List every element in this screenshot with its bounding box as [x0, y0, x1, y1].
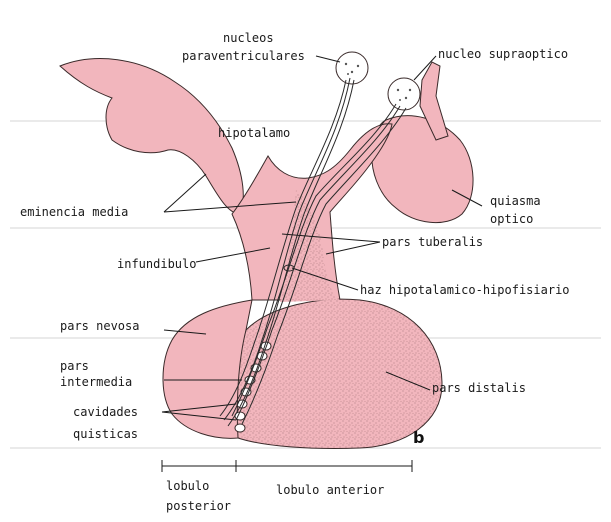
panel-letter: b — [413, 428, 424, 447]
label-hipotalamo: hipotalamo — [218, 126, 290, 140]
label-infundibulo: infundibulo — [117, 257, 196, 271]
label-optico: optico — [490, 212, 533, 226]
label-paraventriculares: paraventriculares — [182, 49, 305, 63]
label-eminencia-media: eminencia media — [20, 205, 128, 219]
label-pars-nevosa: pars nevosa — [60, 319, 139, 333]
label-pars: pars — [60, 359, 89, 373]
label-intermedia: intermedia — [60, 375, 132, 389]
label-pars-tuberalis: pars tuberalis — [382, 235, 483, 249]
label-lobulo-anterior: lobulo anterior — [276, 483, 384, 497]
label-pars-distalis: pars distalis — [432, 381, 526, 395]
label-cavidades: cavidades — [73, 405, 138, 419]
label-nucleo-supraoptico: nucleo supraoptico — [438, 47, 568, 61]
supraoptic-nucleus — [388, 78, 420, 110]
label-posterior: posterior — [166, 499, 231, 513]
label-quiasma: quiasma — [490, 194, 541, 208]
lobe-brackets — [162, 460, 412, 472]
label-quisticas: quisticas — [73, 427, 138, 441]
hypothalamus-left-lobe — [60, 59, 243, 214]
label-haz: haz hipotalamico-hipofisiario — [360, 283, 570, 297]
label-nucleos: nucleos — [223, 31, 274, 45]
paraventricular-nucleus — [336, 52, 368, 84]
label-lobulo: lobulo — [166, 479, 209, 493]
